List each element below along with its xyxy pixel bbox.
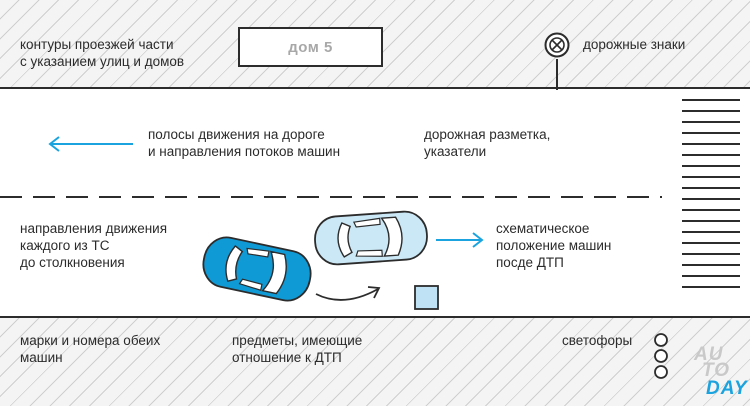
autoday-watermark: AU TO DAY — [688, 344, 748, 400]
house-label: дом 5 — [238, 27, 383, 67]
label-plates: марки и номера обеих машин — [20, 333, 161, 365]
watermark-line1: AU — [694, 344, 724, 365]
label-road-signs: дорожные знаки — [583, 37, 686, 52]
label-road-contours: контуры проезжей части с указанием улиц … — [20, 37, 185, 69]
roadside-bottom — [0, 316, 750, 406]
crosswalk — [682, 99, 740, 297]
car-light-icon — [314, 210, 428, 266]
car-dark-icon — [202, 236, 312, 302]
arrow-left-icon — [48, 136, 133, 152]
roadway — [0, 89, 750, 316]
watermark-line2b: DAY — [706, 378, 748, 399]
label-lanes: полосы движения на дороге и направления … — [148, 127, 341, 159]
object-square-icon — [414, 285, 439, 310]
label-traffic-lights: светофоры — [562, 333, 633, 348]
arrow-right-icon — [436, 232, 484, 248]
watermark-line2a: TO — [702, 360, 731, 381]
lane-divider — [0, 196, 662, 198]
label-markings: дорожная разметка, указатели — [424, 127, 551, 159]
prohibition-sign-icon — [544, 32, 570, 90]
traffic-light-icon — [654, 333, 668, 379]
curved-arrow-icon — [315, 286, 381, 301]
label-objects: предметы, имеющие отношение к ДТП — [232, 333, 363, 365]
label-vehicle-directions: направления движения каждого из ТС до ст… — [20, 221, 168, 270]
label-post-positions: схематическое положение машин посде ДТП — [496, 221, 612, 270]
